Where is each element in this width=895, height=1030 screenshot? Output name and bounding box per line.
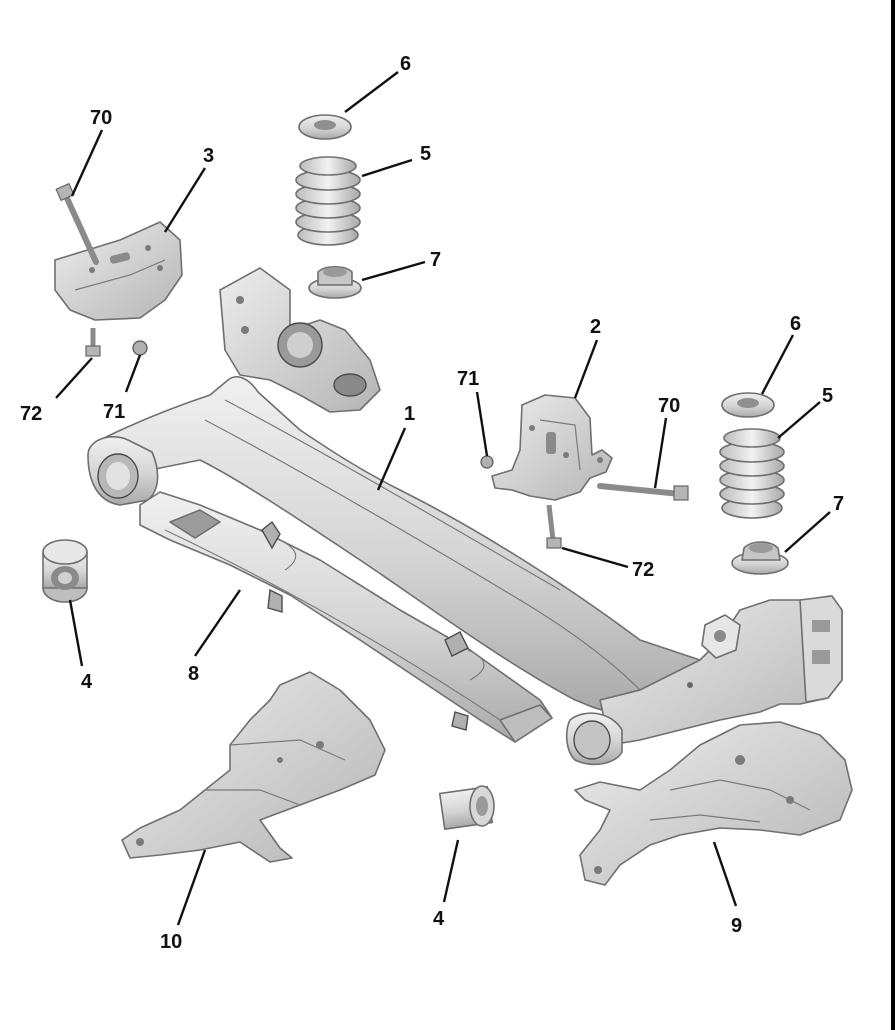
bush-lower [438, 785, 495, 830]
leader-70-right [653, 417, 668, 489]
leader-6-left [344, 71, 399, 113]
upper-spring-seat-left [298, 114, 352, 140]
leader-71-right [475, 391, 489, 457]
callout-6-right: 6 [790, 313, 801, 335]
callout-4-lower: 4 [433, 908, 445, 930]
leader-4-left [68, 599, 84, 667]
callout-4-left: 4 [81, 671, 93, 693]
leader-4-lower [442, 839, 460, 903]
bracket-right [491, 394, 613, 501]
callout-72-right: 72 [632, 559, 654, 581]
leader-72-right [561, 546, 629, 569]
leader-7-right [784, 511, 831, 553]
callout-72-left: 72 [20, 403, 42, 425]
lower-spring-seat-right [731, 541, 789, 575]
upper-spring-seat-right [721, 392, 775, 418]
underbody-shield-left [121, 671, 386, 863]
screw-right [546, 504, 562, 549]
bracket-left [54, 221, 183, 321]
callout-labels: 1 2 3 4 4 5 5 6 6 7 7 8 9 10 70 70 71 71… [20, 53, 844, 953]
callout-6-left: 6 [400, 53, 411, 75]
leader-3 [163, 167, 207, 233]
leader-71-left [124, 354, 142, 393]
leader-8 [194, 589, 241, 657]
leader-9 [712, 841, 738, 907]
callout-7-left: 7 [430, 249, 441, 271]
coil-spring-right [719, 428, 785, 519]
leader-70-left [70, 129, 104, 197]
leader-2 [573, 339, 599, 399]
nut-left [132, 340, 148, 356]
callout-5-right: 5 [822, 385, 833, 407]
leader-5-left [361, 158, 413, 178]
leader-7-left [361, 260, 426, 282]
bolt-right [597, 483, 689, 501]
nut-right [480, 455, 494, 469]
callout-10: 10 [160, 931, 182, 953]
callout-1: 1 [404, 403, 415, 425]
callout-70-left: 70 [90, 107, 112, 129]
coil-spring-left [295, 156, 361, 246]
callout-71-left: 71 [103, 401, 125, 423]
image-frame-edge [891, 0, 895, 1030]
rear-axle-beam [87, 267, 843, 766]
lower-spring-seat-left [308, 265, 362, 299]
callout-8: 8 [188, 663, 199, 685]
callout-70-right: 70 [658, 395, 680, 417]
bolt-left [55, 182, 99, 265]
callout-5-left: 5 [420, 143, 431, 165]
leader-10 [176, 849, 207, 926]
callout-71-right: 71 [457, 368, 479, 390]
underbody-shield-right [574, 721, 853, 886]
leader-1 [376, 427, 407, 491]
callout-7-right: 7 [833, 493, 844, 515]
leader-6-right [760, 334, 795, 395]
callout-3: 3 [203, 145, 214, 167]
callout-2: 2 [590, 316, 601, 338]
heat-shield-beam [139, 491, 553, 743]
leader-5-right [777, 401, 821, 439]
bush-left [42, 539, 88, 603]
leader-lines [55, 71, 831, 926]
callout-9: 9 [731, 915, 742, 937]
screw-left [85, 328, 101, 357]
leader-72-left [55, 357, 93, 399]
